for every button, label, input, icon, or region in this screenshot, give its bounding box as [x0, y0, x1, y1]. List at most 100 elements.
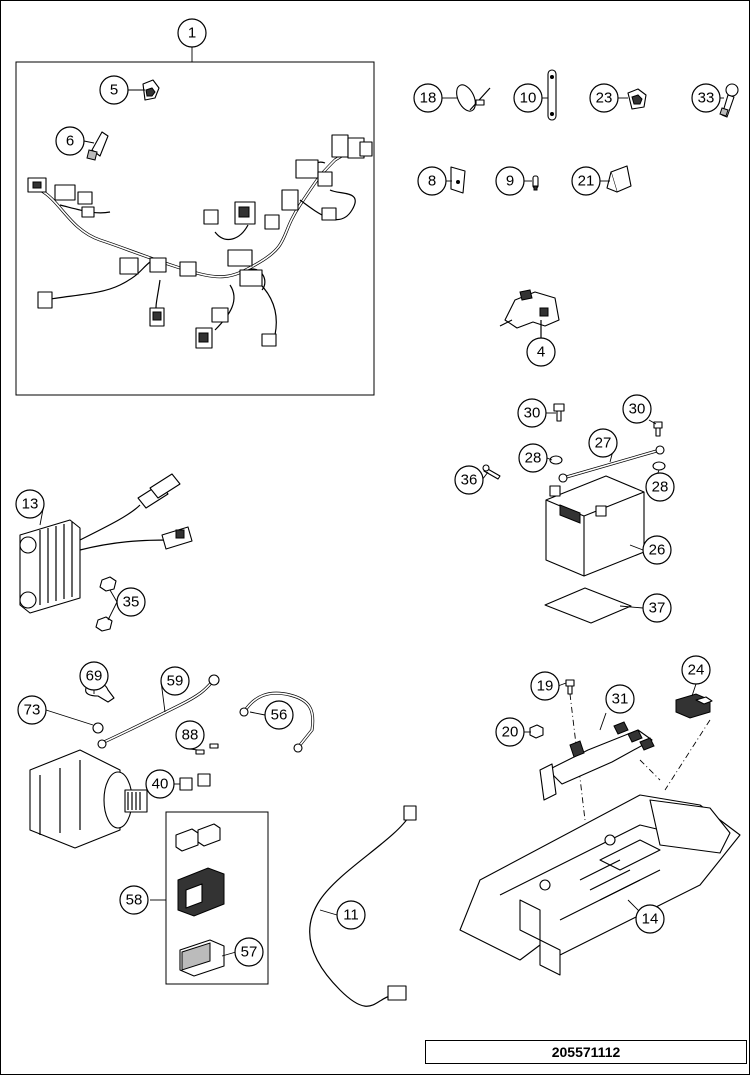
svg-text:20: 20: [502, 724, 519, 741]
starter-motor: [29, 749, 148, 849]
svg-text:19: 19: [537, 678, 554, 695]
callout-58: 58: [119, 885, 149, 915]
svg-text:33: 33: [698, 90, 715, 107]
svg-text:57: 57: [241, 944, 258, 961]
svg-text:31: 31: [612, 691, 629, 708]
document-number: 205571112: [425, 1040, 747, 1064]
svg-text:14: 14: [642, 911, 659, 928]
part-58-relay: [175, 823, 225, 917]
svg-text:26: 26: [649, 542, 666, 559]
part-5-clip: [142, 79, 160, 101]
svg-text:4: 4: [537, 344, 545, 361]
callout-23: 23: [589, 83, 619, 113]
svg-text:10: 10: [520, 90, 537, 107]
callout-18: 18: [413, 83, 443, 113]
callout-26: 26: [642, 535, 672, 565]
callout-10: 10: [513, 83, 543, 113]
svg-text:24: 24: [688, 662, 705, 679]
svg-text:11: 11: [343, 907, 359, 924]
part-59-starter-cable: [97, 674, 220, 749]
part-35-nut-bottom: [95, 616, 113, 632]
svg-text:6: 6: [66, 133, 74, 150]
part-6-sleeve: [86, 131, 109, 161]
svg-text:28: 28: [525, 450, 542, 467]
callout-1: 1: [177, 18, 207, 48]
callout-28-right: 28: [645, 472, 675, 502]
part-57-relay-cover: [179, 939, 225, 977]
harness-group-box: [15, 61, 375, 396]
relay-group-box: [165, 811, 269, 985]
callout-4: 4: [526, 337, 556, 367]
svg-text:58: 58: [126, 892, 143, 909]
callout-73: 73: [17, 695, 47, 725]
part-31-fuse-box: [539, 721, 655, 801]
callout-27: 27: [588, 428, 618, 458]
svg-text:30: 30: [629, 401, 646, 418]
callout-20: 20: [495, 717, 525, 747]
part-88-screws: [195, 743, 219, 755]
svg-text:27: 27: [595, 435, 612, 452]
callout-21: 21: [571, 166, 601, 196]
svg-text:18: 18: [420, 90, 437, 107]
part-24-relay: [675, 693, 713, 719]
callout-40: 40: [145, 769, 175, 799]
svg-text:88: 88: [182, 727, 199, 744]
svg-text:5: 5: [110, 82, 118, 99]
callout-24: 24: [681, 655, 711, 685]
svg-text:21: 21: [578, 173, 595, 190]
svg-text:13: 13: [22, 496, 39, 513]
part-4-bracket-assembly: [499, 289, 560, 340]
callout-11: 11: [336, 900, 366, 930]
svg-text:9: 9: [506, 173, 514, 190]
part-27-battery-cable: [558, 445, 665, 483]
svg-text:73: 73: [24, 702, 41, 719]
part-33-plug: [719, 83, 739, 118]
part-23-clip: [627, 88, 647, 110]
part-73-nut: [92, 722, 104, 734]
callout-31: 31: [605, 684, 635, 714]
callout-30-right: 30: [622, 394, 652, 424]
part-10-strap: [547, 69, 557, 121]
part-37-pad: [544, 587, 632, 624]
callout-33: 33: [691, 83, 721, 113]
callout-69: 69: [79, 661, 109, 691]
callout-35: 35: [116, 587, 146, 617]
harness-connectors: [27, 134, 373, 349]
svg-text:59: 59: [167, 673, 184, 690]
part-11-cable: [309, 805, 417, 1007]
callout-13: 13: [15, 489, 45, 519]
svg-text:28: 28: [652, 479, 669, 496]
callout-59: 59: [160, 666, 190, 696]
part-28-washer-left: [549, 455, 563, 465]
svg-text:8: 8: [428, 173, 436, 190]
part-26-battery: [545, 475, 645, 577]
callout-14: 14: [635, 904, 665, 934]
svg-text:1: 1: [188, 25, 196, 42]
part-8-bracket: [450, 166, 466, 194]
callout-56: 56: [264, 700, 294, 730]
part-19-screw: [565, 679, 575, 695]
callout-8: 8: [417, 166, 447, 196]
part-20-nut: [529, 724, 544, 739]
part-18-cable-tie: [456, 84, 491, 112]
part-35-nut-top: [99, 576, 117, 592]
part-30-screw-right: [653, 421, 663, 437]
part-21-cap: [606, 165, 632, 193]
part-13-voltage-regulator: [19, 473, 193, 614]
part-40-fuses: [179, 773, 211, 791]
svg-text:23: 23: [596, 90, 613, 107]
callout-6: 6: [55, 126, 85, 156]
callout-9: 9: [495, 166, 525, 196]
part-28-washer-right: [652, 461, 666, 471]
callout-57: 57: [234, 937, 264, 967]
svg-text:30: 30: [524, 405, 541, 422]
part-56-ground-cable: [239, 691, 315, 753]
callout-36: 36: [454, 465, 484, 495]
svg-text:35: 35: [123, 594, 140, 611]
part-9-bulb: [532, 175, 539, 191]
main-wiring-harness: [39, 143, 361, 336]
svg-text:56: 56: [271, 707, 288, 724]
callout-30-left: 30: [517, 398, 547, 428]
